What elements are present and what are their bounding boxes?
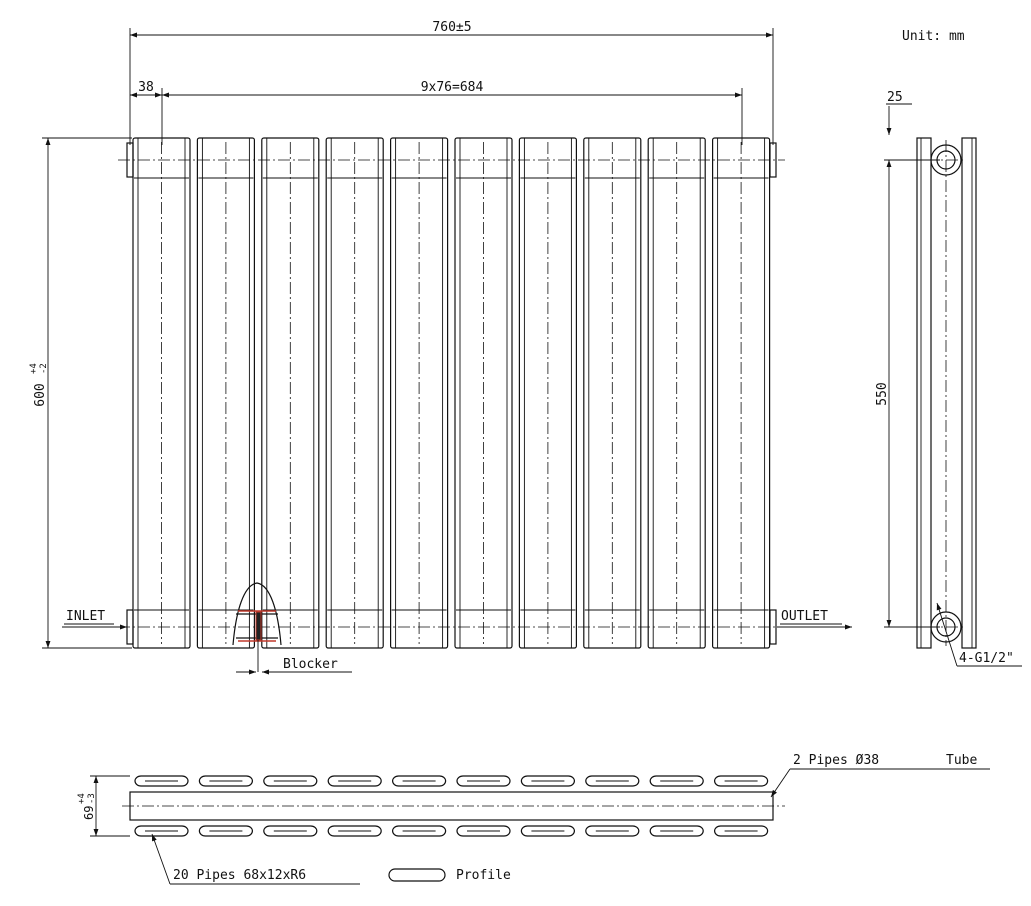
profile-rear — [714, 825, 769, 837]
radiator-column — [390, 137, 449, 649]
pipes-spec-label: 20 Pipes 68x12xR6 — [173, 868, 306, 883]
radiator-column — [583, 137, 642, 649]
dimension-depth-tol-plus: +4 — [77, 793, 87, 804]
blocker-detail: Blocker — [232, 582, 352, 675]
column-profile-pair — [714, 775, 769, 837]
profile-rear — [520, 825, 575, 837]
dimension-depth-tol-minus: -3 — [87, 793, 97, 804]
column-outline — [711, 137, 771, 649]
radiator-column — [711, 137, 771, 649]
column-outline — [325, 137, 384, 649]
unit-note: Unit: mm — [902, 29, 965, 44]
radiator-column — [325, 137, 384, 649]
profile-rear — [134, 825, 189, 837]
column-profile-pair — [198, 775, 253, 837]
tube-label: Tube — [946, 753, 977, 768]
thread-leader — [936, 602, 958, 667]
dimension-port-centers-label: 550 — [875, 382, 890, 405]
profile-front — [327, 775, 382, 787]
dimension-depth-top-label: 25 — [887, 90, 903, 105]
thread-label: 4-G1/2" — [959, 651, 1014, 666]
column-outline — [647, 137, 706, 649]
profile-front — [134, 775, 189, 787]
column-outline — [196, 137, 255, 649]
profile-front — [520, 775, 575, 787]
radiator-columns — [132, 137, 771, 649]
column-profile-pair — [263, 775, 318, 837]
blocker-label: Blocker — [283, 657, 338, 672]
profile-rear — [327, 825, 382, 837]
top-view-profiles — [134, 775, 769, 837]
radiator-column — [196, 137, 255, 649]
side-view: Unit: mm 25 550 4-G1/2" — [875, 29, 1022, 667]
outlet-label: OUTLET — [781, 609, 828, 624]
column-profile-pair — [585, 775, 640, 837]
profile-front — [585, 775, 640, 787]
tube-leader — [770, 768, 791, 798]
profile-front — [392, 775, 447, 787]
column-outline — [132, 137, 191, 649]
profile-rear — [392, 825, 447, 837]
column-outline — [454, 137, 513, 649]
profile-rear — [585, 825, 640, 837]
side-panel-front — [916, 137, 932, 649]
tube-spec-label: 2 Pipes Ø38 — [793, 753, 879, 768]
top-view: 69 +4 -3 2 Pipes Ø38 Tube 20 Pipes 68x12… — [77, 753, 990, 885]
inlet-label: INLET — [66, 609, 105, 624]
column-profile-pair — [392, 775, 447, 837]
column-outline — [518, 137, 578, 649]
dimension-pitch-label: 9x76=684 — [421, 80, 484, 95]
column-outline — [583, 137, 642, 649]
radiator-column — [454, 137, 513, 649]
column-outline — [390, 137, 449, 649]
profile-rear — [649, 825, 704, 837]
profile-legend-symbol — [388, 868, 446, 882]
profile-front — [198, 775, 253, 787]
column-profile-pair — [456, 775, 511, 837]
radiator-column — [261, 137, 320, 649]
front-view: 760±5 38 9x76=684 600 +4 -2 INLET OUTLET — [29, 20, 852, 675]
profile-front — [649, 775, 704, 787]
profile-front — [714, 775, 769, 787]
dimension-overall-width-label: 760±5 — [432, 20, 471, 35]
blocker-callout-arc — [232, 582, 282, 646]
dimension-height-tol-minus: -2 — [39, 363, 49, 374]
dimension-height-label: 600 — [33, 383, 48, 406]
profile-rear — [263, 825, 318, 837]
column-profile-pair — [327, 775, 382, 837]
side-panel-rear — [961, 137, 977, 649]
column-profile-pair — [134, 775, 189, 837]
column-profile-pair — [649, 775, 704, 837]
profile-front — [263, 775, 318, 787]
radiator-column — [132, 137, 191, 649]
column-outline — [261, 137, 320, 649]
profile-label: Profile — [456, 868, 511, 883]
dimension-height-tol-plus: +4 — [29, 363, 39, 374]
blocker-insert — [255, 611, 262, 641]
dimension-depth-label: 69 — [82, 806, 96, 820]
profile-front — [456, 775, 511, 787]
profile-rear — [198, 825, 253, 837]
column-profile-pair — [520, 775, 575, 837]
dimension-first-offset-label: 38 — [138, 80, 154, 95]
profile-rear — [456, 825, 511, 837]
pipes-leader — [151, 833, 171, 885]
radiator-column — [647, 137, 706, 649]
radiator-column — [518, 137, 578, 649]
